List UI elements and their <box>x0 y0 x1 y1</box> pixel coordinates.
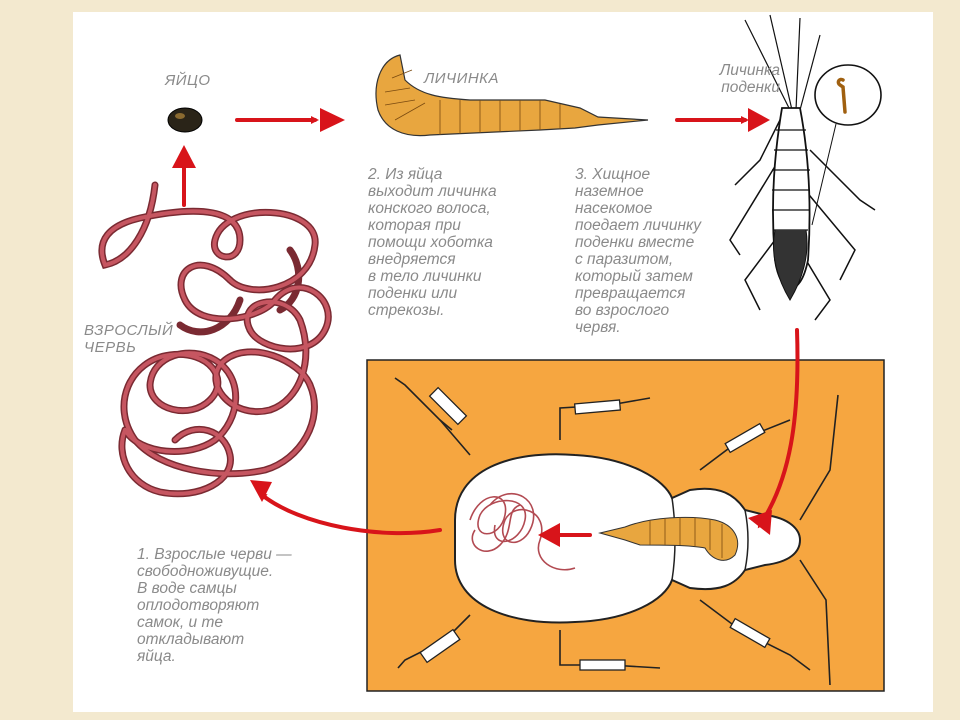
arrow-beetle-to-adult-worm <box>258 492 442 536</box>
adult-worm-label: ВЗРОСЛЫЙ ЧЕРВЬ <box>84 322 174 356</box>
larva-inset <box>811 64 882 226</box>
hairworm-larva <box>375 54 649 137</box>
worms-inside-beetle <box>469 493 576 571</box>
step-2-text: 2. Из яйца выходит личинка конского воло… <box>368 166 497 319</box>
larva-label: ЛИЧИНКА <box>424 70 500 87</box>
step-3-text: 3. Хищное наземное насекомое поедает лич… <box>575 166 702 336</box>
arrow-heads <box>172 108 772 547</box>
lifecycle-arrows <box>180 116 800 539</box>
arrow-mayfly-to-beetle <box>757 328 800 529</box>
mayfly-larva <box>729 14 876 321</box>
egg <box>167 107 203 133</box>
mayfly-larva-label: Личинка поденки <box>719 62 780 96</box>
larva-inside-beetle <box>598 516 739 561</box>
egg-label: ЯЙЦО <box>165 72 211 89</box>
step-1-text: 1. Взрослые черви — свободноживущие. В в… <box>137 546 292 665</box>
adult-worm-tangle-highlight <box>99 183 331 496</box>
beetle-leg-segments <box>419 386 771 671</box>
egg-highlight <box>175 113 185 119</box>
